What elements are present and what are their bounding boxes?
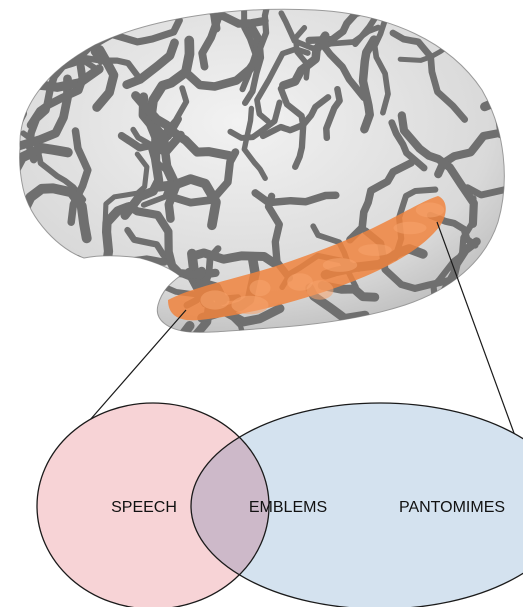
emblems-label: EMBLEMS — [249, 499, 327, 516]
pantomimes-label: PANTOMIMES — [399, 499, 505, 516]
venn-diagram: SPEECH EMBLEMS PANTOMIMES — [37, 403, 523, 607]
sulcus — [29, 3, 93, 48]
sulcus — [485, 48, 523, 107]
sulcus — [32, 0, 92, 5]
sulcus — [94, 19, 101, 62]
sulcus — [107, 259, 165, 291]
sulcus — [51, 311, 116, 323]
sulcus — [181, 326, 223, 410]
region-texture — [323, 258, 357, 272]
region-texture — [231, 296, 268, 315]
sulcus — [500, 7, 523, 114]
region-texture — [358, 244, 392, 256]
sulcus — [235, 322, 349, 387]
sulcus — [83, 263, 127, 306]
sulcus — [0, 113, 22, 142]
region-texture — [393, 222, 426, 234]
speech-label: SPEECH — [111, 499, 177, 516]
sulcus — [494, 60, 523, 88]
region-texture — [249, 280, 270, 296]
sulcus — [464, 29, 512, 63]
region-texture — [200, 290, 229, 309]
sulcus — [509, 0, 523, 14]
region-texture — [416, 202, 444, 217]
sulcus — [20, 255, 98, 292]
sulcus — [62, 335, 95, 406]
region-texture — [307, 280, 334, 299]
brain-surface — [0, 0, 523, 409]
sulcus — [0, 0, 60, 25]
